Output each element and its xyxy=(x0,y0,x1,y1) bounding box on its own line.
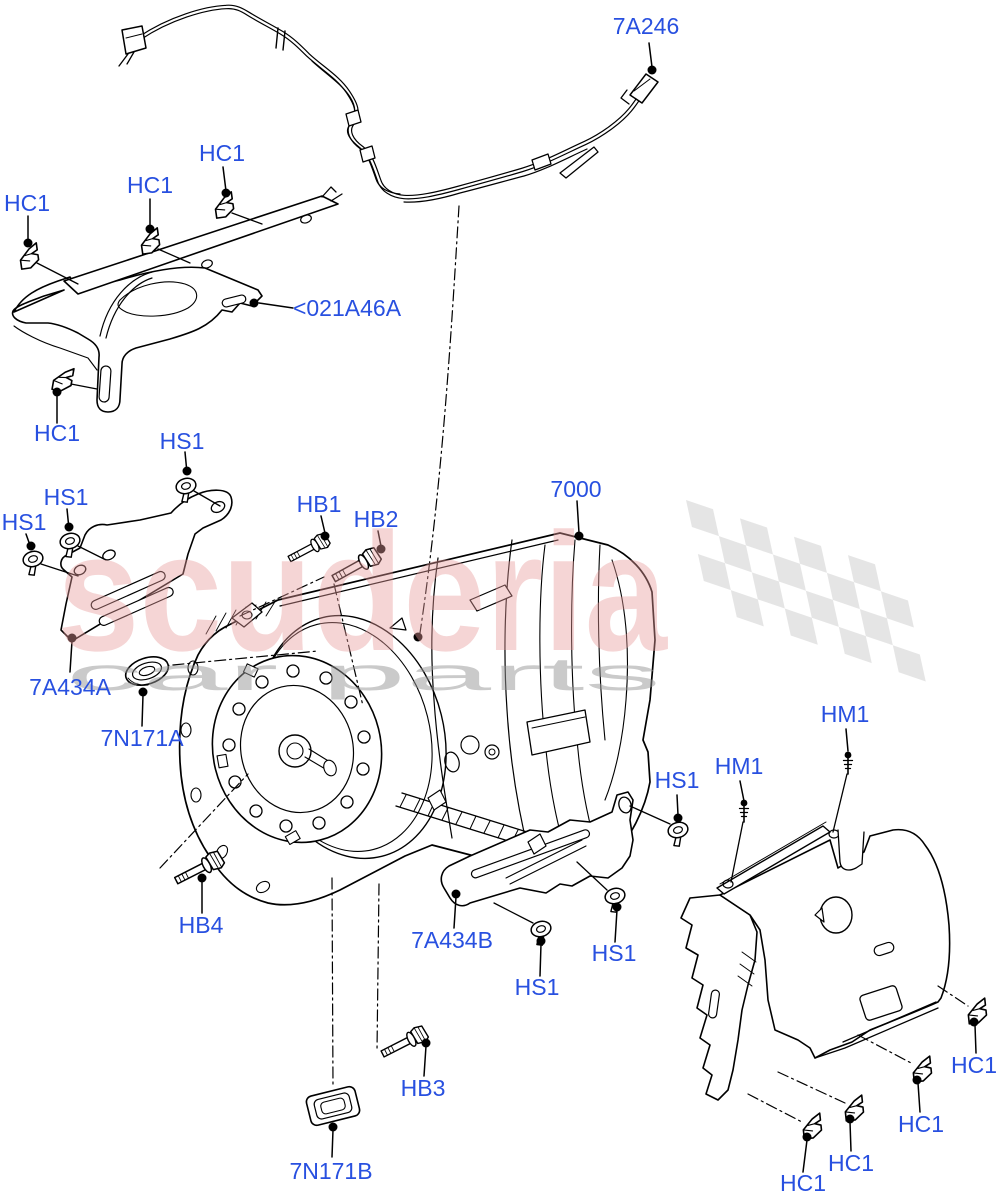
watermark-subtitle: car parts xyxy=(66,648,661,700)
part-label-021a46a[interactable]: <021A46A xyxy=(292,295,402,321)
bracket-7a434a-drawing xyxy=(60,489,233,642)
part-label-hm1-1[interactable]: HM1 xyxy=(820,701,870,727)
part-label-hs1-6[interactable]: HS1 xyxy=(591,940,637,966)
bolt-hb4-icon xyxy=(171,848,227,890)
part-label-hs1-5[interactable]: HS1 xyxy=(514,974,560,1000)
transmission-drawing xyxy=(178,532,656,906)
construction-lines xyxy=(151,205,969,1123)
part-label-hb1[interactable]: HB1 xyxy=(296,491,342,517)
part-label-hs1-4[interactable]: HS1 xyxy=(654,767,700,793)
part-label-hs1-2[interactable]: HS1 xyxy=(43,484,89,510)
part-label-hm1-2[interactable]: HM1 xyxy=(714,753,764,779)
part-label-7a434a[interactable]: 7A434A xyxy=(29,674,111,700)
grommet-7n171b-icon xyxy=(305,1085,361,1127)
part-label-hs1-3[interactable]: HS1 xyxy=(1,509,47,535)
grommet-7n171a-icon xyxy=(124,656,170,686)
part-label-hb3[interactable]: HB3 xyxy=(400,1075,446,1101)
cooler-pipe-drawing xyxy=(118,4,659,203)
watermark-brand: scuderia xyxy=(57,498,668,686)
bracket-7a434b-drawing xyxy=(440,791,634,907)
part-label-hb4[interactable]: HB4 xyxy=(178,912,224,938)
part-label-hc1-1[interactable]: HC1 xyxy=(198,140,246,166)
part-label-7a434b[interactable]: 7A434B xyxy=(411,927,493,953)
part-label-hc1-4[interactable]: HC1 xyxy=(33,420,81,446)
part-label-hc1-6[interactable]: HC1 xyxy=(897,1111,945,1137)
part-label-7n171a[interactable]: 7N171A xyxy=(100,725,184,751)
part-label-hb2[interactable]: HB2 xyxy=(353,506,399,532)
part-label-7n171b[interactable]: 7N171B xyxy=(289,1158,373,1184)
connector-lines xyxy=(36,212,848,924)
part-label-7a246[interactable]: 7A246 xyxy=(612,13,680,39)
checkered-flag-watermark xyxy=(686,500,926,682)
leader-dots xyxy=(23,65,979,1142)
screw-hs1-icon xyxy=(20,548,48,578)
watermark: scuderia car parts xyxy=(57,498,926,700)
part-label-hc1-8[interactable]: HC1 xyxy=(779,1170,827,1196)
part-label-hc1-3[interactable]: HC1 xyxy=(3,190,51,216)
part-label-hc1-2[interactable]: HC1 xyxy=(126,172,174,198)
part-label-7000[interactable]: 7000 xyxy=(550,476,602,502)
heat-shield-drawing xyxy=(11,186,343,413)
part-label-hs1-1[interactable]: HS1 xyxy=(159,428,205,454)
part-label-hc1-5[interactable]: HC1 xyxy=(950,1052,998,1078)
stud-hm1-icon xyxy=(738,798,750,823)
stud-hm1-icon xyxy=(842,750,854,775)
cover-panel-drawing xyxy=(680,821,951,1101)
part-label-hc1-7[interactable]: HC1 xyxy=(827,1150,875,1176)
